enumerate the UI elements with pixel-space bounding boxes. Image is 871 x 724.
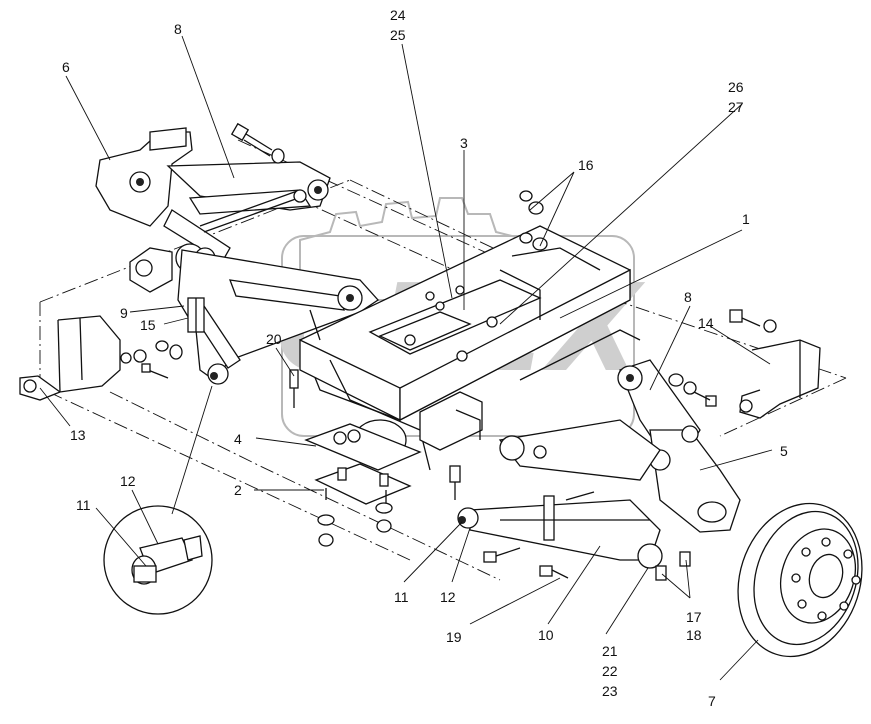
bracket-14-right xyxy=(668,309,821,419)
callout-24: 24 xyxy=(390,7,406,23)
callout-25: 25 xyxy=(390,27,406,43)
mount-brackets-2-4 xyxy=(304,423,422,505)
callout-20: 20 xyxy=(266,331,282,347)
callout-22: 22 xyxy=(602,663,618,679)
callout-2: 2 xyxy=(234,482,242,498)
callout-9: 9 xyxy=(120,305,128,321)
callout-27: 27 xyxy=(728,99,744,115)
callout-26: 26 xyxy=(728,79,744,95)
bracket-13-left xyxy=(19,315,183,401)
callout-18: 18 xyxy=(686,627,702,643)
callout-23: 23 xyxy=(602,683,618,699)
callout-4: 4 xyxy=(234,431,242,447)
callout-12-main: 12 xyxy=(440,589,456,605)
callout-10: 10 xyxy=(538,627,554,643)
callout-16: 16 xyxy=(578,157,594,173)
callout-labels: 1 2 3 4 5 6 7 8 8 9 10 11 11 12 12 13 14… xyxy=(62,7,788,709)
callout-3: 3 xyxy=(460,135,468,151)
callout-21: 21 xyxy=(602,643,618,659)
callout-7: 7 xyxy=(708,693,716,709)
callout-11-detail: 11 xyxy=(76,497,91,513)
nuts-16 xyxy=(519,190,548,251)
bushing-detail-circle xyxy=(103,385,213,615)
leader-lines xyxy=(39,35,773,681)
bolt-top-left xyxy=(230,122,285,164)
callout-1: 1 xyxy=(742,211,750,227)
wheel-studs xyxy=(791,537,861,621)
callout-15: 15 xyxy=(140,317,156,333)
callout-11-main: 11 xyxy=(394,589,409,605)
callout-6: 6 xyxy=(62,59,70,75)
subframe-crossmember xyxy=(299,225,641,471)
callout-8-right: 8 xyxy=(684,289,692,305)
callout-13: 13 xyxy=(70,427,86,443)
callout-5: 5 xyxy=(780,443,788,459)
nuts-bottom xyxy=(289,369,461,547)
callout-17: 17 xyxy=(686,609,702,625)
lower-control-arm-right xyxy=(457,419,691,581)
brake-disc-hub xyxy=(737,502,863,658)
callout-12-detail: 12 xyxy=(120,473,136,489)
callout-8-left: 8 xyxy=(174,21,182,37)
callout-19: 19 xyxy=(446,629,462,645)
lower-control-arm-left xyxy=(177,249,379,385)
callout-14: 14 xyxy=(698,315,714,331)
